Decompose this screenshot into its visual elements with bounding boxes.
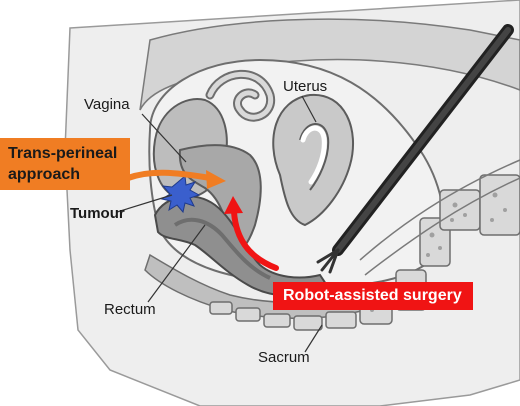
tumour-mass <box>160 175 201 214</box>
trans-perineal-line1: Trans-perineal <box>8 145 118 162</box>
trans-perineal-callout: Trans-perineal approach <box>0 138 130 190</box>
uterus-shape <box>272 93 355 227</box>
tumour-leader <box>116 194 173 213</box>
robot-assisted-label: Robot-assisted surgery <box>283 287 462 304</box>
sacral-curve <box>359 159 520 261</box>
rectum-label: Rectum <box>104 301 156 318</box>
robot-assisted-arrow <box>231 209 279 271</box>
sacral-curve-2 <box>364 177 520 276</box>
vagina-label: Vagina <box>84 96 130 113</box>
uterus-cavity <box>299 123 330 191</box>
tumour-label: Tumour <box>70 205 125 222</box>
trans-perineal-line2: approach <box>8 166 81 183</box>
trans-perineal-arrow <box>125 169 213 181</box>
sacrum-label: Sacrum <box>258 349 310 366</box>
rectum-leader <box>147 224 206 303</box>
sacrum-leader <box>304 324 323 353</box>
robot-assisted-arrowhead <box>224 196 243 214</box>
uterus-leader <box>301 95 317 123</box>
bowel-loop-1-inner <box>207 71 274 120</box>
robotic-instrument <box>316 24 514 274</box>
rectum-inner <box>173 217 271 280</box>
vagina-leader <box>141 113 187 163</box>
uterus-cavity-fill <box>300 125 327 185</box>
uterus-label: Uterus <box>283 78 328 95</box>
trans-perineal-arrowhead <box>206 170 226 189</box>
robot-assisted-callout: Robot-assisted surgery <box>273 282 473 310</box>
